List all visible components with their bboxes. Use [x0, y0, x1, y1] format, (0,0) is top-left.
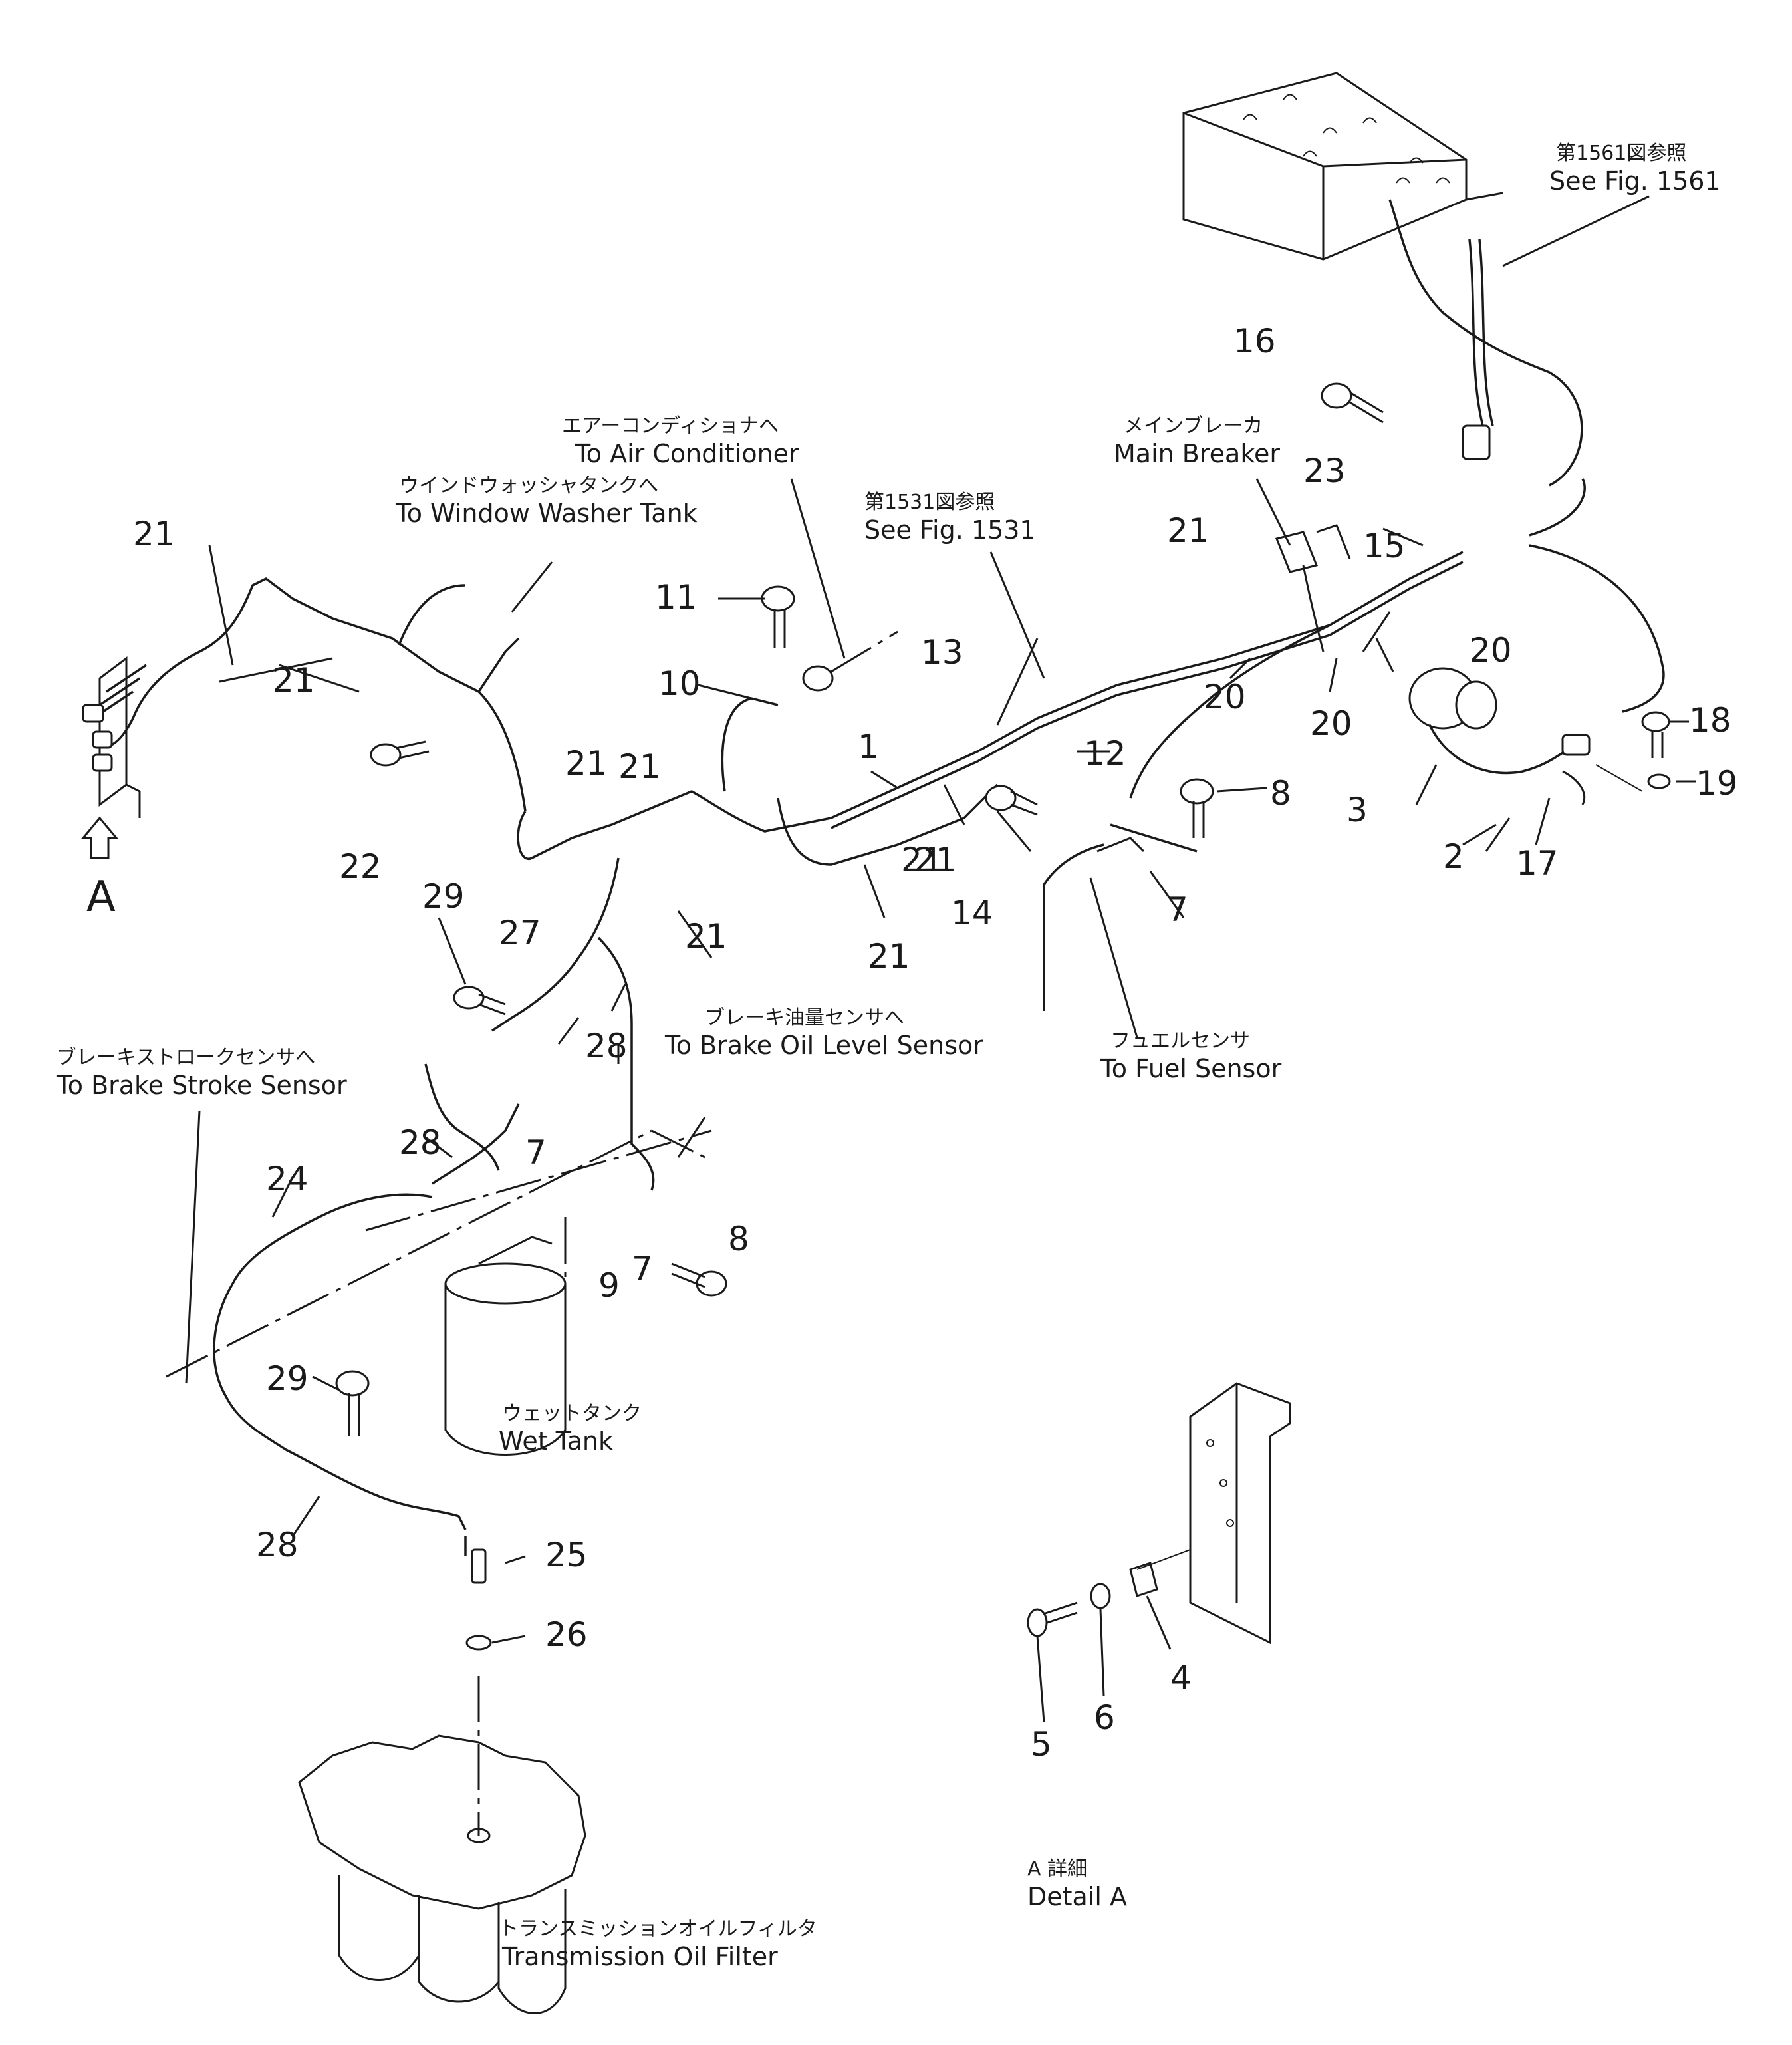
part-number: 10 [658, 664, 701, 703]
battery-box [1182, 72, 1583, 487]
part-number: 20 [1470, 631, 1512, 670]
brake-stroke-harness [166, 1063, 712, 1556]
view-marker-a: A [86, 873, 116, 922]
part-number: 13 [921, 633, 963, 672]
callout-transmission: トランスミッションオイルフィルタ Transmission Oil Filter [499, 1917, 817, 1971]
callout-main-breaker: メインブレーカ Main Breaker [1114, 414, 1280, 468]
part-number: 27 [499, 914, 541, 952]
svg-text:ウェットタンク: ウェットタンク [502, 1402, 642, 1425]
part-number: 21 [1167, 511, 1210, 550]
part-number: 28 [256, 1526, 299, 1564]
part-number: 18 [1689, 701, 1731, 740]
hardware-items [335, 382, 1671, 1651]
fuel-sensor-lead [1043, 823, 1198, 1011]
svg-text:メインブレーカ: メインブレーカ [1124, 414, 1263, 438]
part-number-labels: 1 2 3 4 5 6 7 7 7 8 8 9 10 11 12 13 14 1… [133, 322, 1738, 1764]
main-breaker-assembly [1275, 524, 1351, 652]
svg-text:Main Breaker: Main Breaker [1114, 439, 1280, 468]
svg-text:ブレーキストロークセンサへ: ブレーキストロークセンサへ [57, 1046, 315, 1069]
part-number: 25 [545, 1536, 588, 1574]
callout-brake-oil: ブレーキ油量センサへ To Brake Oil Level Sensor [664, 1006, 983, 1060]
part-number: 3 [1346, 791, 1368, 829]
part-number: 29 [266, 1359, 309, 1398]
svg-text:第1531図参照: 第1531図参照 [864, 491, 995, 514]
svg-text:ブレーキ油量センサへ: ブレーキ油量センサへ [705, 1006, 904, 1029]
callout-see-fig-1561: 第1561図参照 See Fig. 1561 [1549, 142, 1721, 196]
svg-text:トランスミッションオイルフィルタ: トランスミッションオイルフィルタ [499, 1917, 817, 1941]
part-number: 21 [618, 748, 661, 786]
leader-lines [185, 195, 1696, 1384]
svg-text:Wet Tank: Wet Tank [499, 1427, 613, 1456]
svg-text:第1561図参照: 第1561図参照 [1556, 142, 1686, 165]
svg-text:Detail A: Detail A [1027, 1882, 1127, 1911]
part-number: 8 [1270, 774, 1291, 813]
part-number: 21 [685, 917, 727, 956]
svg-text:To Brake Stroke Sensor: To Brake Stroke Sensor [56, 1071, 347, 1100]
part-number: 22 [339, 847, 382, 886]
starter-relay [1408, 667, 1643, 805]
number-leaders [271, 527, 1511, 1723]
part-number: 15 [1363, 527, 1406, 565]
part-number: 1 [858, 728, 879, 766]
part-number: 24 [266, 1160, 309, 1198]
callout-brake-stroke: ブレーキストロークセンサへ To Brake Stroke Sensor [56, 1046, 347, 1100]
part-number: 8 [728, 1220, 749, 1258]
part-number: 21 [565, 744, 608, 783]
svg-text:See Fig. 1531: See Fig. 1531 [864, 515, 1036, 545]
transmission-oil-filter [298, 1676, 586, 2014]
part-number: 21 [273, 661, 315, 700]
part-number: 21 [914, 841, 957, 879]
svg-text:A 詳細: A 詳細 [1027, 1857, 1087, 1881]
part-number: 28 [399, 1123, 442, 1162]
svg-text:See Fig. 1561: See Fig. 1561 [1549, 166, 1721, 196]
part-number: 7 [525, 1133, 547, 1172]
callout-fuel-sensor: フュエルセンサ To Fuel Sensor [1100, 1029, 1282, 1083]
part-number: 9 [598, 1266, 620, 1305]
part-number: 12 [1084, 734, 1126, 773]
part-number: 28 [585, 1027, 628, 1065]
harness-connector-block [82, 656, 141, 818]
detail-a-bracket [1027, 1382, 1291, 1645]
part-number: 21 [868, 937, 910, 976]
callout-see-fig-1531: 第1531図参照 See Fig. 1531 [864, 491, 1036, 545]
part-number: 14 [951, 894, 993, 932]
callout-detail-a: A 詳細 Detail A [1027, 1857, 1127, 1911]
svg-text:To Brake Oil Level Sensor: To Brake Oil Level Sensor [664, 1031, 983, 1060]
part-number: 11 [655, 578, 698, 616]
part-number: 21 [901, 841, 944, 879]
view-a-arrow: A [80, 816, 119, 922]
svg-text:ウインドウォッシャタンクへ: ウインドウォッシャタンクへ [399, 474, 658, 497]
part-number: 5 [1031, 1725, 1052, 1764]
callout-air-conditioner: エアーコンディショナへ To Air Conditioner [562, 414, 799, 468]
wet-tank [444, 1217, 567, 1456]
svg-text:To Window Washer Tank: To Window Washer Tank [395, 499, 698, 528]
callout-wet-tank: ウェットタンク Wet Tank [499, 1402, 642, 1456]
part-number: 19 [1696, 764, 1738, 803]
part-number: 20 [1204, 678, 1246, 716]
svg-text:Transmission Oil Filter: Transmission Oil Filter [501, 1942, 778, 1971]
part-number: 29 [422, 877, 465, 916]
part-number: 20 [1310, 704, 1352, 743]
part-number: 17 [1516, 844, 1559, 883]
part-number: 21 [133, 515, 176, 553]
part-number: 2 [1443, 837, 1464, 876]
part-number: 23 [1303, 452, 1346, 490]
svg-text:エアーコンディショナへ: エアーコンディショナへ [562, 414, 779, 438]
part-number: 26 [545, 1615, 588, 1654]
svg-text:フュエルセンサ: フュエルセンサ [1110, 1029, 1250, 1053]
part-number: 16 [1233, 322, 1276, 360]
part-number: 4 [1170, 1659, 1192, 1697]
part-number: 6 [1094, 1699, 1115, 1737]
svg-text:To Air Conditioner: To Air Conditioner [575, 439, 799, 468]
svg-text:To Fuel Sensor: To Fuel Sensor [1100, 1054, 1282, 1083]
part-number: 7 [632, 1250, 653, 1288]
callout-window-washer: ウインドウォッシャタンクへ To Window Washer Tank [395, 474, 698, 528]
